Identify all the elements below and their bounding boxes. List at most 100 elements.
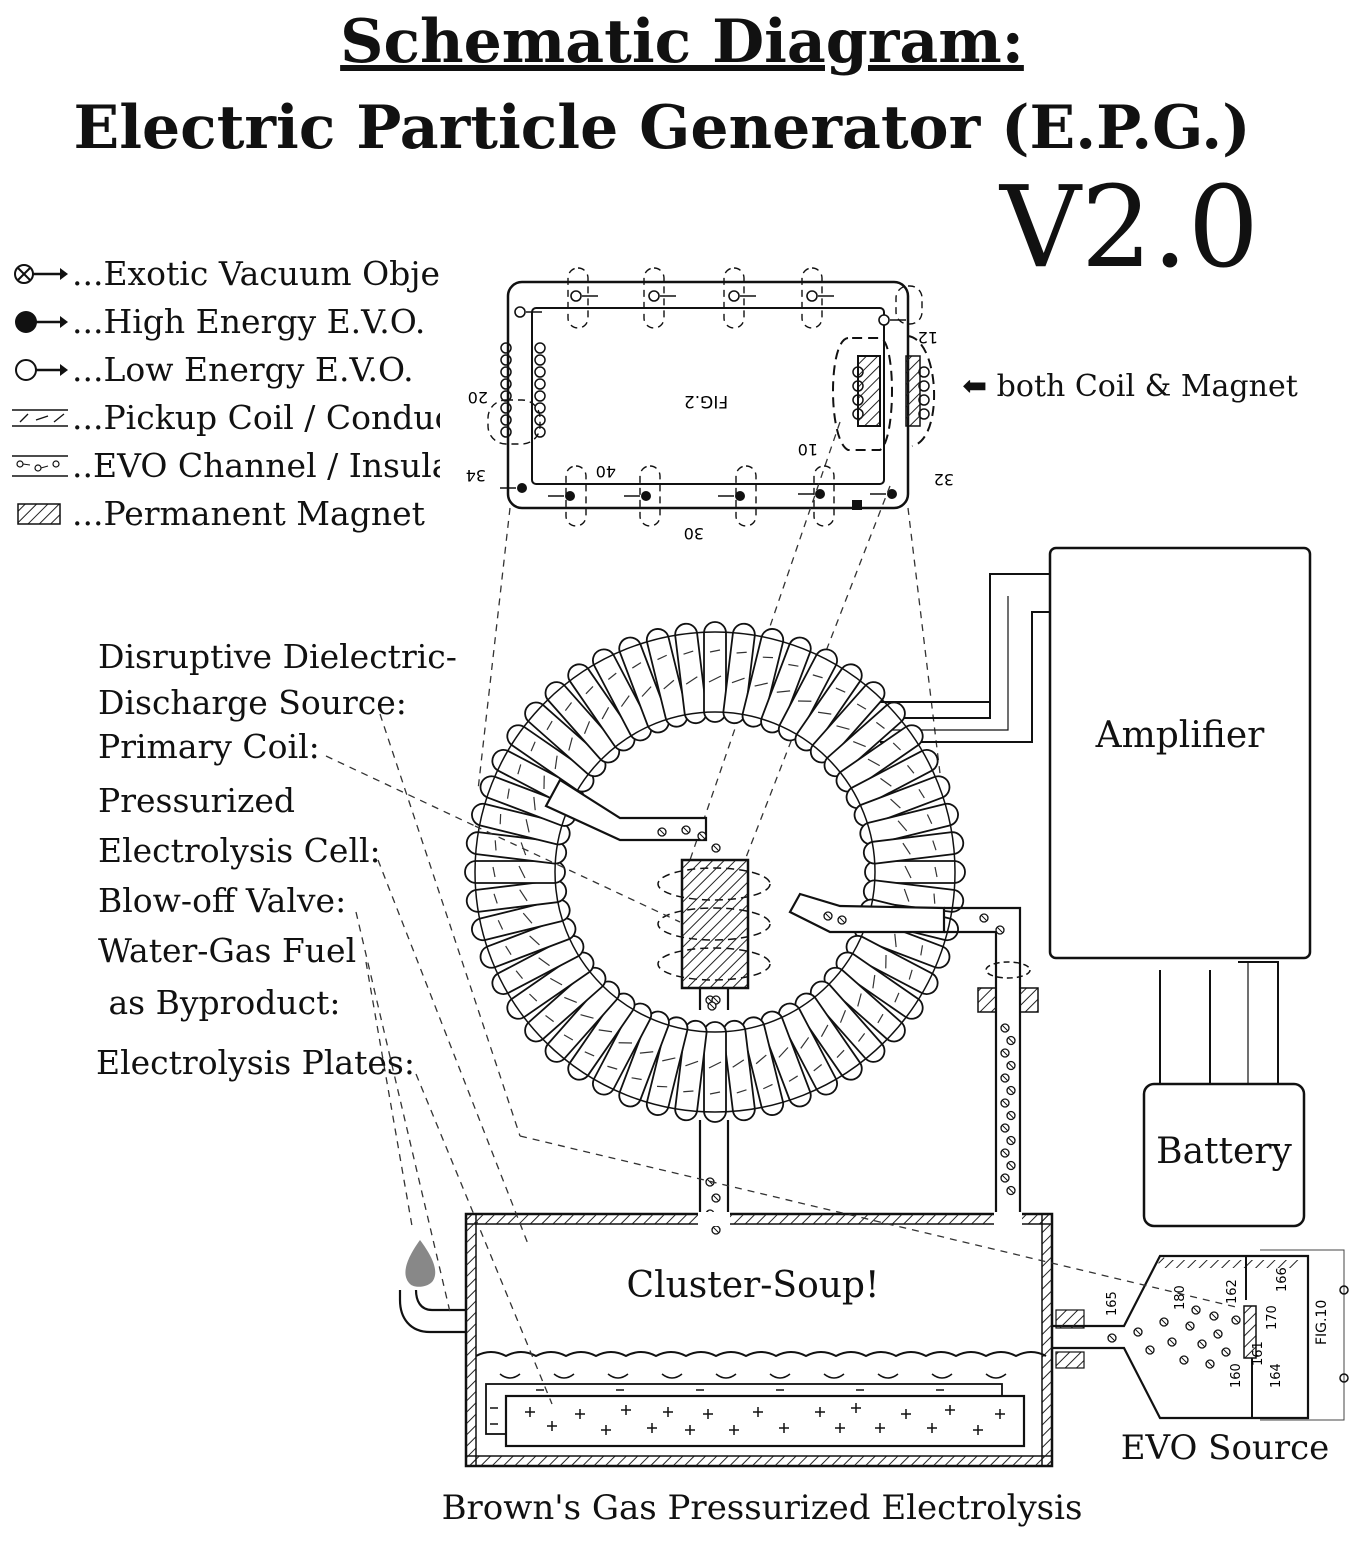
high-energy-evo [815,489,825,499]
coil-mark [607,1065,618,1070]
coil-winding [471,802,571,846]
coil-turn [534,378,546,390]
coil-mark [897,820,908,832]
tank-caption: Brown's Gas Pressurized Electrolysis [441,1488,1083,1528]
coil-winding [479,917,577,969]
coil-mark [618,1042,633,1044]
coil-mark [908,969,913,980]
water-ripple [553,1373,575,1379]
evo-particle-mark [1233,1317,1239,1323]
coil-mark [813,1064,823,1072]
coil-winding [524,966,607,1043]
coil-winding [845,749,939,810]
legend-item-evo-channel: ..EVO Channel / Insula [10,444,440,488]
page-title: Schematic Diagram: [340,7,1024,77]
coil-winding [760,1010,812,1108]
coil-winding [722,1019,756,1122]
coil-mark [754,682,768,687]
evo-particle-mark [1002,1100,1008,1106]
high-energy-evo [735,491,745,501]
coil-mark [568,737,573,751]
coil-winding [809,681,886,764]
low-energy-evo [514,306,526,318]
high-energy-evo [887,489,897,499]
coil-mark [519,889,528,902]
fig2-ref-40: 40 [596,462,616,481]
coil-mark [872,974,876,989]
coil-band [735,465,757,527]
legend-label: ...Permanent Magnet [72,494,425,533]
fig2-evo-particles [500,290,906,501]
coil-winding [465,879,568,913]
evo-ref-162: 162 [1225,1279,1240,1304]
evo-particle-mark [1181,1357,1187,1363]
coil-mark [880,777,892,787]
evo-particle-mark [997,927,1003,933]
evo-particle-mark [1008,1187,1014,1194]
coil-mark [601,706,610,720]
evo-particle-mark [1223,1349,1229,1355]
evo-particle-mark [1008,1087,1014,1094]
water-ripple [769,1373,791,1379]
coil-mark [683,1090,694,1093]
evo-particle-mark [825,913,831,919]
low-energy-evo [570,290,582,302]
coil-mark [875,721,885,730]
arm-evo-particles [657,825,1005,935]
water-ripple [931,1373,953,1379]
coil-winding [645,1016,689,1116]
evo-particle-mark [1187,1323,1193,1329]
coil-mark [778,1047,789,1058]
legend-item-high-energy-evo: ...High Energy E.V.O. [10,300,440,344]
coil-winding [464,860,566,884]
evo-particle-mark [1199,1341,1205,1347]
coil-turn [534,402,546,414]
coil-mark [797,700,812,702]
coil-mark [709,649,721,653]
legend-item-permanent-magnet: ...Permanent Magnet [10,492,440,536]
coil-mark [505,945,512,956]
coil-mark [788,1075,799,1082]
coil-mark [529,935,540,946]
blow-off-valve-label: Blow-off Valve: [98,881,347,920]
evo-ref-164: 164 [1269,1363,1284,1388]
coil-mark [932,840,937,851]
evo-particle-mark [1002,1125,1008,1131]
coil-turn [500,402,512,414]
coil-mark [763,1083,773,1090]
coil-winding [859,802,959,846]
coil-mark [683,650,694,655]
permanent-magnet-icon [17,503,61,525]
coil-mark [800,1037,810,1049]
coil-mark [497,920,504,930]
high-energy-evo [517,483,527,493]
coil-winding [703,621,727,723]
coil-mark [894,992,900,1003]
leader-lines [325,713,1241,1405]
coil-mark [546,720,553,731]
low-energy-evo [878,314,890,326]
coil-mark [817,711,832,715]
coil-mark [685,1060,699,1067]
fig2-caption: FIG.2 [684,391,728,411]
coil-mark [857,1032,866,1042]
coil-winding [853,775,951,827]
coil-mark [494,840,497,851]
evo-particle-mark [1008,1162,1014,1169]
electrolysis-cell-label-1: Pressurized [98,781,296,820]
coil-band [895,285,923,325]
legend: ...Exotic Vacuum Objec ...High Energy E.… [10,252,440,542]
evo-ref-166: 166 [1275,1267,1290,1292]
coil-mark [903,888,910,902]
coil-mark [543,775,545,790]
coil-mark [522,912,533,924]
evo-particle-mark [1109,1335,1115,1341]
electrolysis-plates-label: Electrolysis Plates: [96,1043,415,1082]
coil-mark [663,679,675,690]
coil-mark [564,702,573,712]
evo-particle-mark [1211,1313,1217,1319]
coil-mark [620,695,630,707]
low-energy-evo-icon [15,359,68,381]
evo-particle-mark [1207,1361,1213,1367]
fig2-magnet [857,355,881,427]
